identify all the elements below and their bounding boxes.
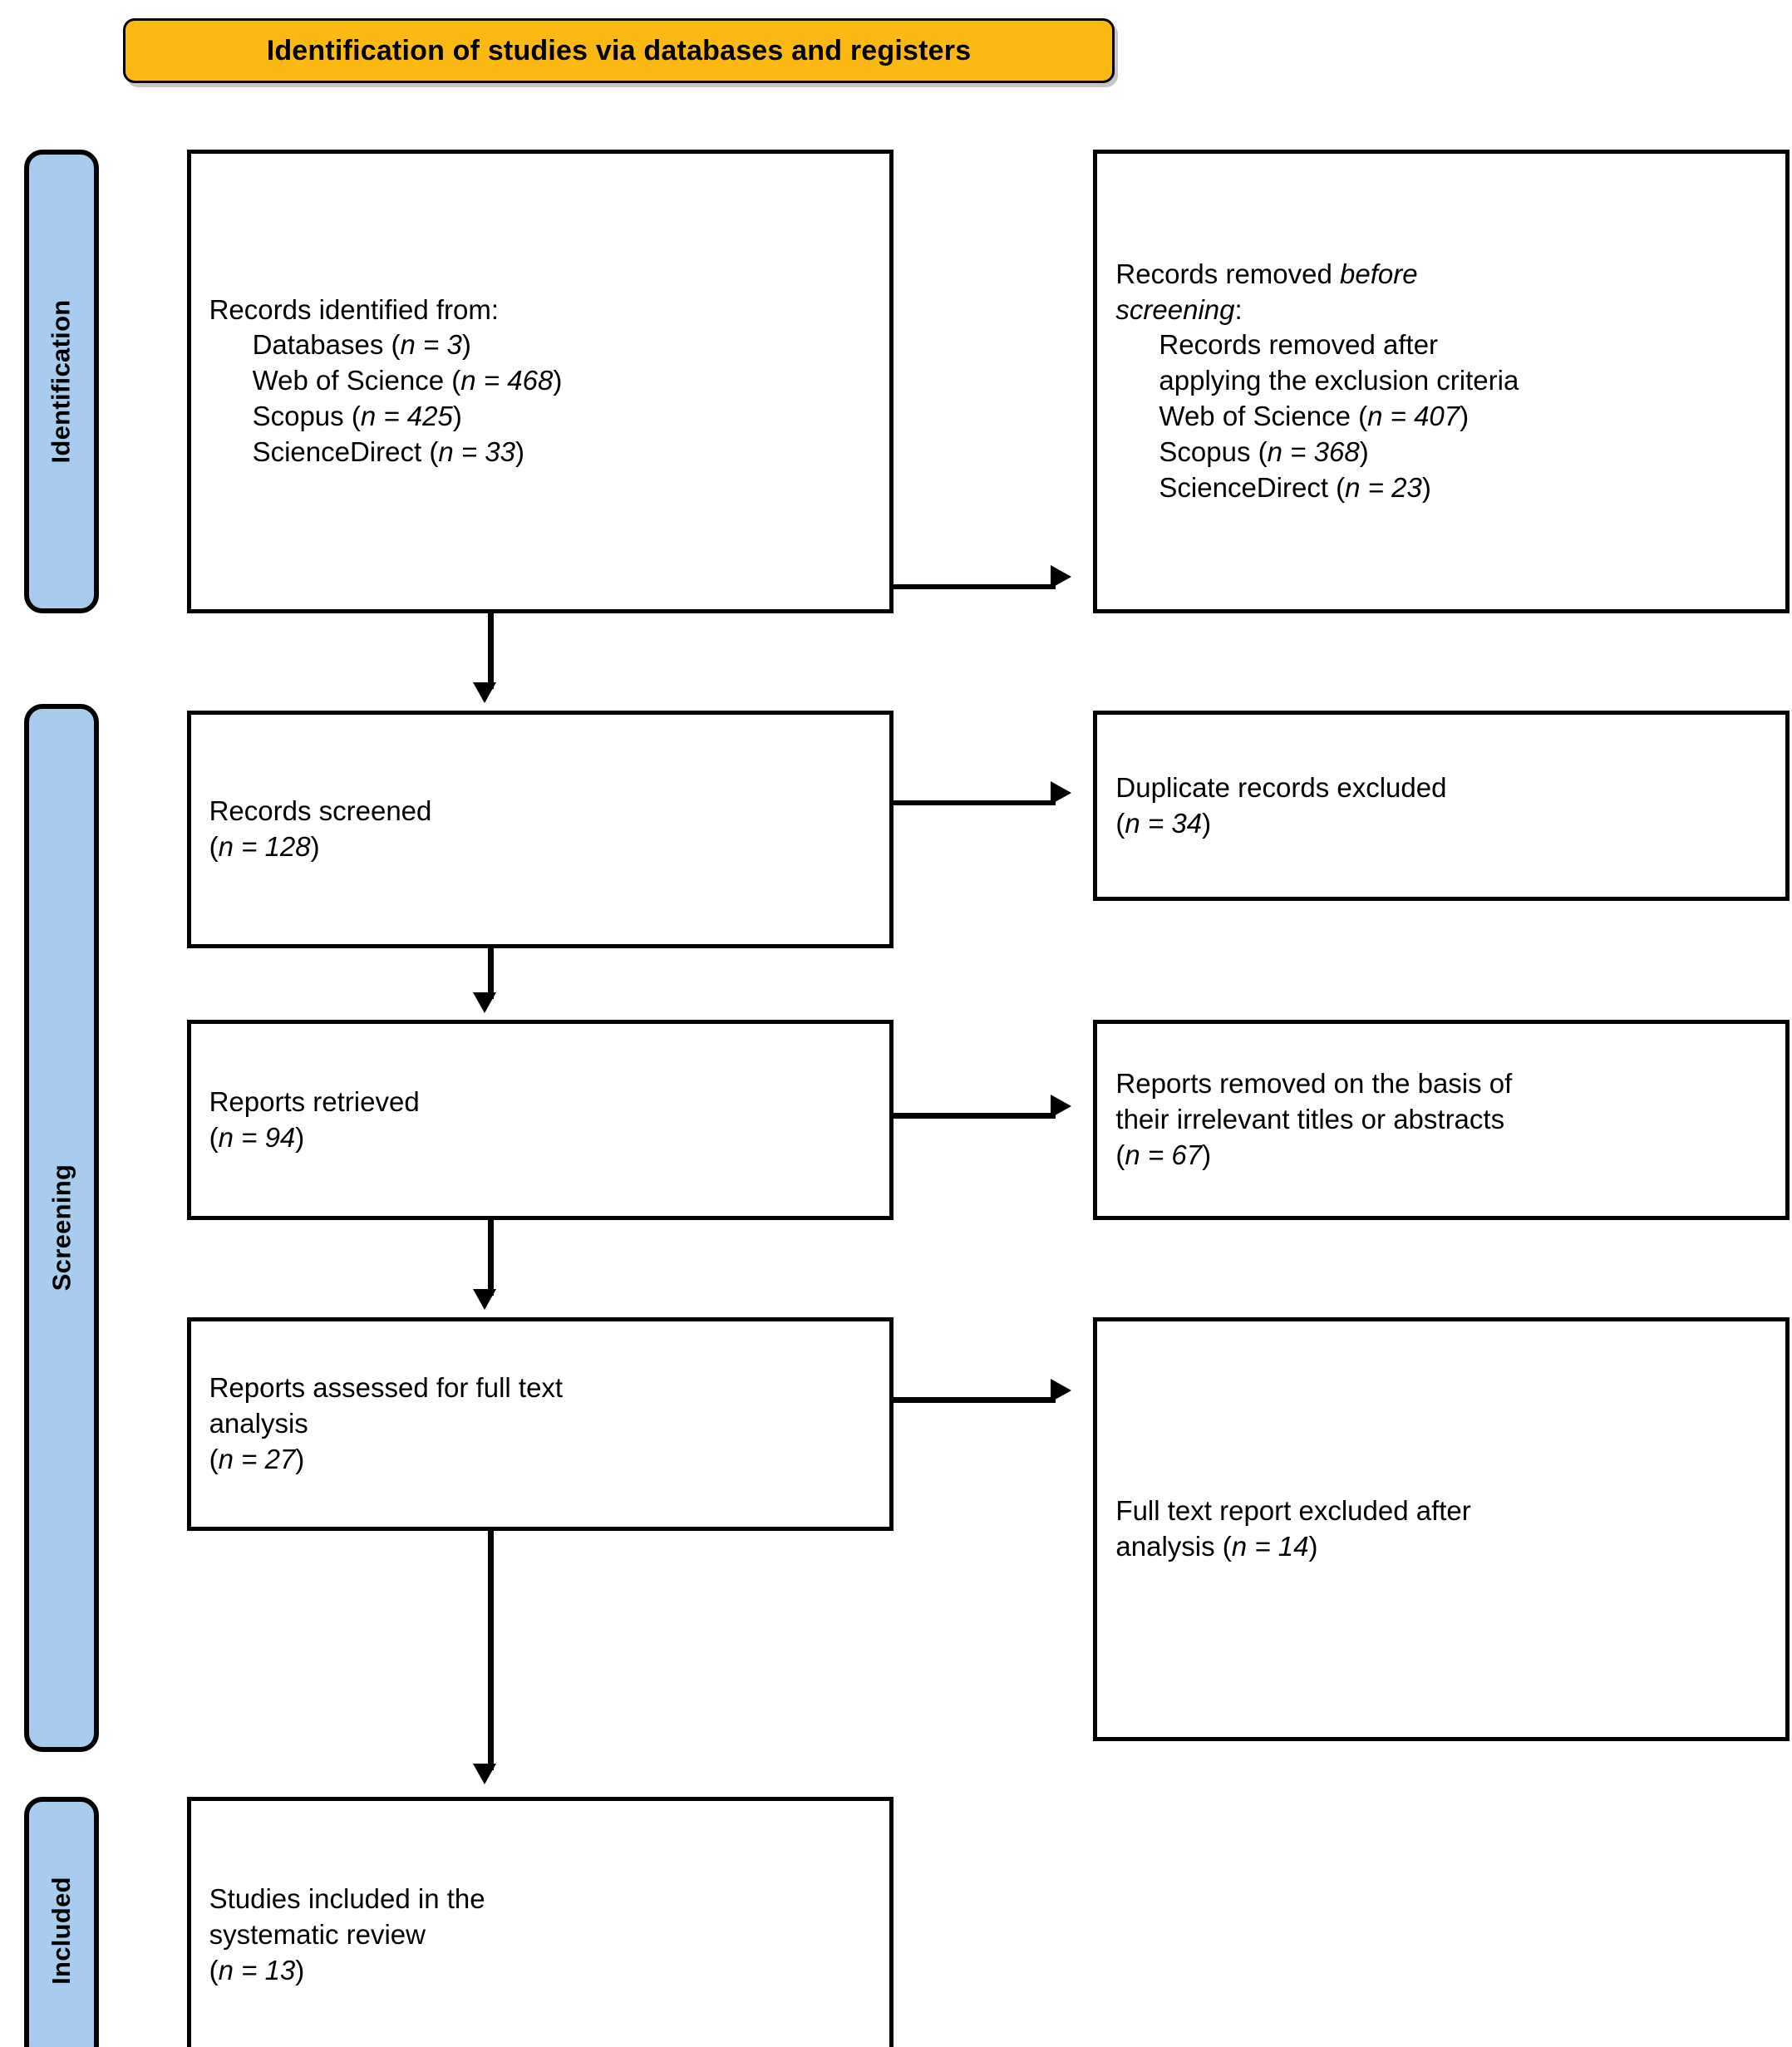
arrow-fulltext-to-included — [473, 1764, 497, 1785]
box-records-removed-before-screening: Records removed before screening: Record… — [1093, 149, 1790, 613]
arrow-screened-to-duplicates — [1051, 781, 1072, 805]
arrow-screened-to-retrieved — [473, 992, 497, 1013]
box-line: Records screened — [209, 795, 432, 826]
box-studies-included: Studies included in the systematic revie… — [186, 1797, 894, 2047]
box-line: Web of Science (n = 468) — [252, 365, 563, 396]
box-line: ScienceDirect (n = 33) — [252, 436, 525, 468]
arrow-fulltext-to-excluded — [1051, 1378, 1072, 1402]
diagram-title-banner: Identification of studies via databases … — [123, 18, 1115, 83]
box-line: Duplicate records excluded — [1115, 771, 1447, 803]
connector-screened-to-duplicates — [893, 800, 1056, 805]
stage-label-included: Included — [23, 1797, 99, 2047]
box-line: Reports removed on the basis of — [1115, 1068, 1513, 1100]
box-line: Studies included in the — [209, 1883, 485, 1915]
stage-label-screening: Screening — [23, 704, 99, 1752]
box-reports-removed-irrelevant: Reports removed on the basis of their ir… — [1093, 1020, 1790, 1220]
connector-retrieved-to-fulltext — [488, 1219, 494, 1297]
box-line: Reports assessed for full text — [209, 1371, 564, 1403]
connector-retrieved-to-irrelevant — [893, 1113, 1056, 1119]
box-line: ScienceDirect (n = 23) — [1159, 472, 1431, 503]
box-line: (n = 27) — [209, 1443, 305, 1474]
box-line: Scopus (n = 368) — [1159, 436, 1369, 468]
box-line: Reports retrieved — [209, 1085, 420, 1117]
box-line: (n = 34) — [1115, 807, 1212, 839]
stage-label-identification: Identification — [23, 149, 99, 613]
box-line: Databases (n = 3) — [252, 329, 471, 361]
box-line: Full text report excluded after — [1115, 1495, 1471, 1527]
box-line: applying the exclusion criteria — [1159, 365, 1519, 396]
arrow-identified-to-screened — [473, 682, 497, 704]
stage-label-screening-text: Screening — [46, 1164, 76, 1292]
box-line: Scopus (n = 425) — [252, 401, 462, 432]
stage-label-included-text: Included — [46, 1876, 76, 1985]
box-line: their irrelevant titles or abstracts — [1115, 1104, 1505, 1135]
arrow-retrieved-to-irrelevant — [1051, 1095, 1072, 1119]
box-line: analysis — [209, 1407, 308, 1439]
diagram-title: Identification of studies via databases … — [266, 34, 972, 66]
box-full-text-report-excluded: Full text report excluded after analysis… — [1093, 1316, 1790, 1742]
connector-fulltext-to-excluded — [893, 1397, 1056, 1403]
arrow-retrieved-to-fulltext — [473, 1289, 497, 1311]
box-records-screened: Records screened (n = 128) — [186, 711, 894, 948]
box-line: (n = 94) — [209, 1121, 305, 1153]
box-line: systematic review — [209, 1918, 426, 1950]
box-line: Records identified from: — [209, 293, 500, 325]
box-reports-assessed-full-text: Reports assessed for full text analysis … — [186, 1316, 894, 1531]
connector-screened-to-retrieved — [488, 947, 494, 999]
box-line: analysis (n = 14) — [1115, 1530, 1318, 1562]
connector-identified-to-removed — [893, 583, 1056, 590]
box-reports-retrieved: Reports retrieved (n = 94) — [186, 1020, 894, 1220]
connector-fulltext-to-included — [488, 1530, 494, 1771]
stage-label-identification-text: Identification — [46, 299, 76, 464]
connector-identified-to-screened — [488, 613, 494, 690]
arrow-identified-to-removed — [1051, 565, 1072, 589]
box-line: Records removed before — [1115, 258, 1418, 289]
box-line: screening: — [1115, 293, 1243, 325]
box-records-identified: Records identified from: Databases (n = … — [186, 149, 894, 613]
box-line: (n = 67) — [1115, 1139, 1212, 1170]
box-duplicate-records-excluded: Duplicate records excluded (n = 34) — [1093, 711, 1790, 902]
box-line: (n = 13) — [209, 1954, 305, 1985]
box-line: (n = 128) — [209, 830, 320, 862]
box-line: Records removed after — [1159, 329, 1439, 361]
box-line: Web of Science (n = 407) — [1159, 401, 1470, 432]
